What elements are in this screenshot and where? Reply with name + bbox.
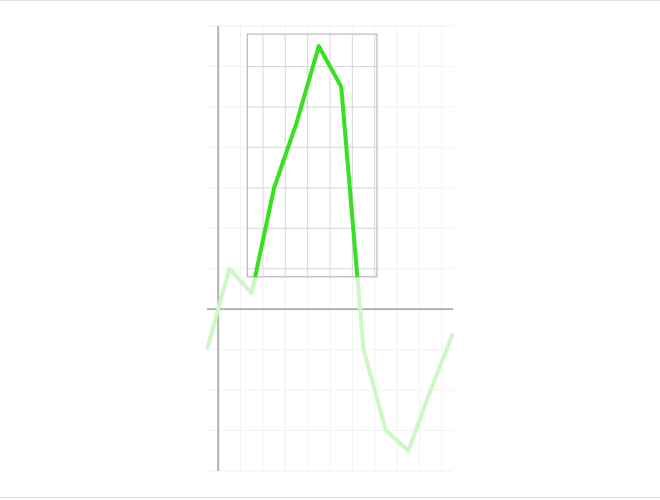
bottom-divider	[0, 497, 660, 498]
top-divider	[0, 0, 660, 1]
axes	[207, 26, 453, 471]
highlight-window-frame	[246, 33, 378, 278]
highlighted-series-line	[253, 44, 360, 277]
